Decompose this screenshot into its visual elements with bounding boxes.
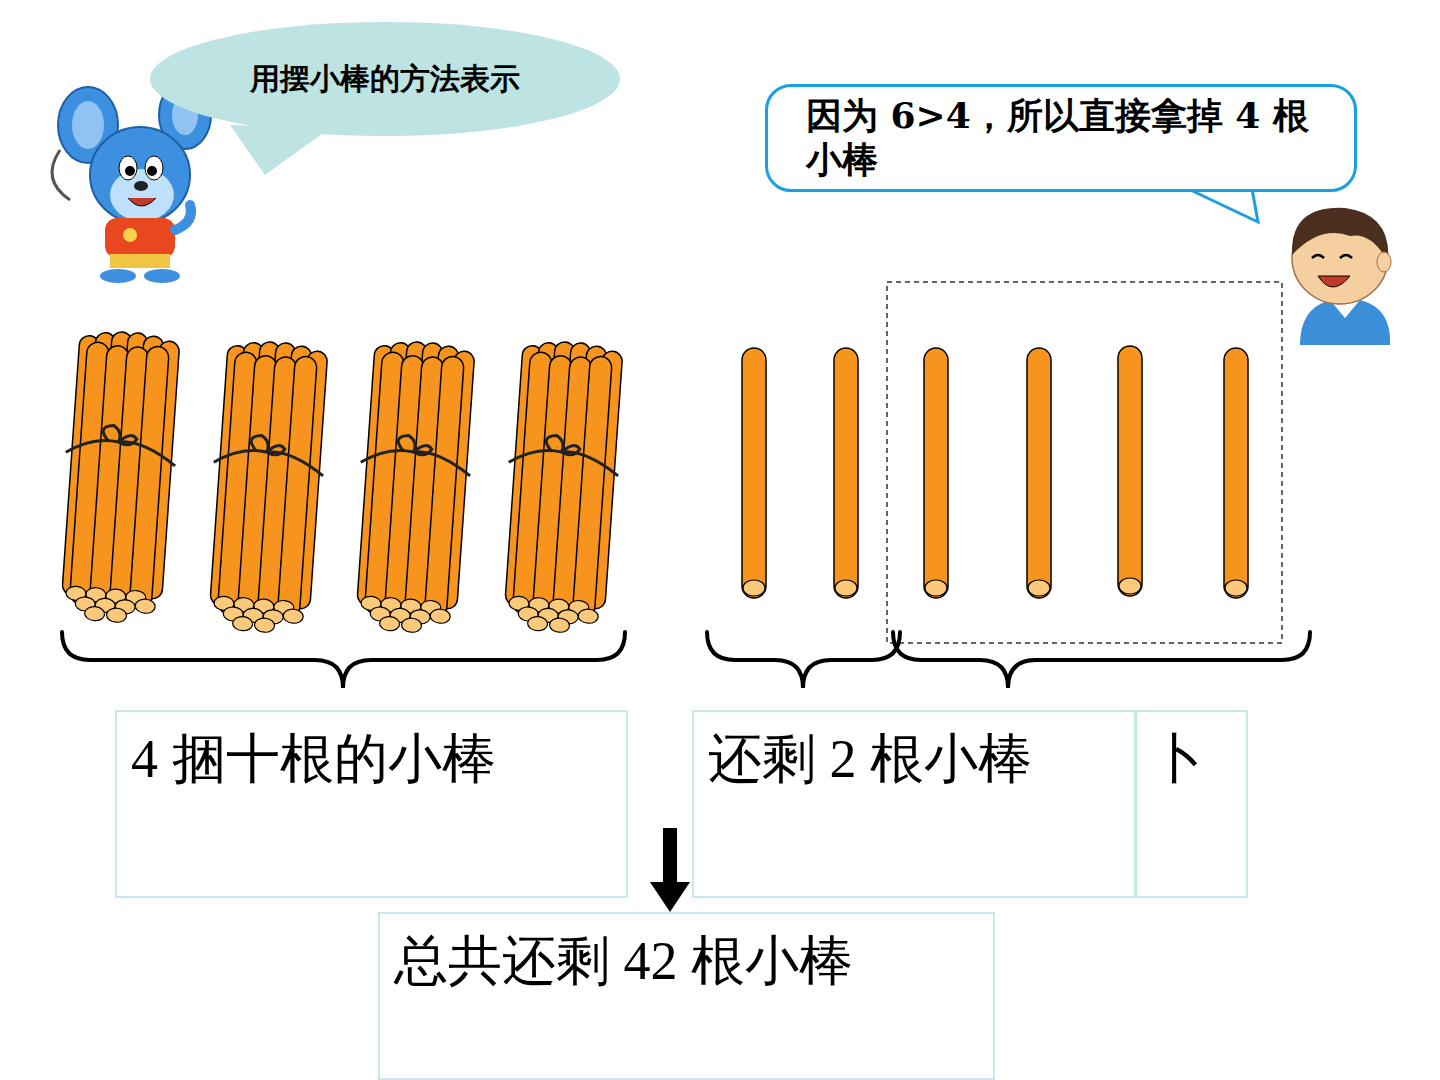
mouse-cartoon <box>52 81 211 283</box>
box-text: 用摆小棒的方法表示 <box>250 59 520 100</box>
box-text: 总共还剩 42 根小棒 <box>394 928 983 994</box>
text-box: 4 捆十根的小棒 <box>115 710 628 898</box>
speech-bubble: 用摆小棒的方法表示 <box>150 22 620 136</box>
speech-box: 因为 6>4，所以直接拿掉 4 根小棒 <box>765 84 1357 192</box>
down-arrow <box>650 828 690 912</box>
box-text: 4 捆十根的小棒 <box>131 726 616 792</box>
box-text: 卜 <box>1151 726 1236 792</box>
boy-cartoon <box>1292 208 1391 345</box>
box-text: 因为 6>4，所以直接拿掉 4 根小棒 <box>806 93 1324 181</box>
text-box: 卜 <box>1135 710 1248 898</box>
box-text: 还剩 2 根小棒 <box>708 726 1124 792</box>
text-box: 总共还剩 42 根小棒 <box>378 912 995 1080</box>
text-box: 还剩 2 根小棒 <box>692 710 1136 898</box>
